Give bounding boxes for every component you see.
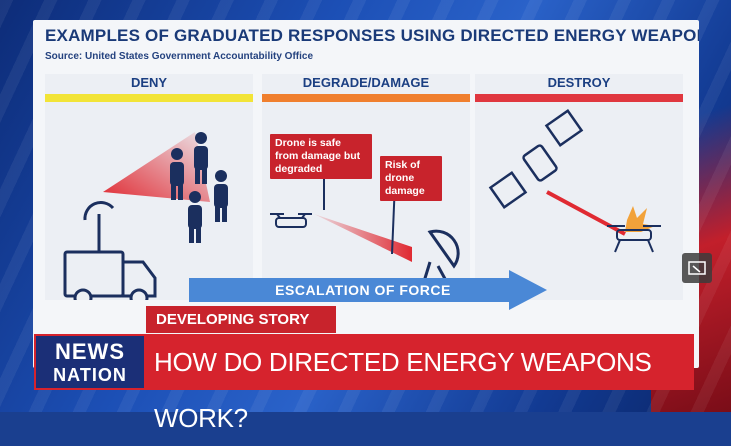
degrade-beam: [314, 214, 412, 262]
column-destroy-label: DESTROY: [547, 75, 611, 90]
truck-icon: [63, 201, 157, 300]
column-degrade-label: DEGRADE/DAMAGE: [302, 75, 430, 90]
escalation-arrow: [189, 270, 547, 310]
ticker-tag: DEVELOPING STORY: [146, 306, 336, 333]
column-destroy: DESTROY: [475, 74, 683, 300]
people-icon: [170, 132, 228, 243]
escalation-label: ESCALATION OF FORCE: [275, 282, 451, 298]
explosion-icon: [625, 206, 655, 232]
drone-icon-destroy: [607, 225, 661, 253]
satellite-icon: [488, 108, 584, 210]
deny-beam: [103, 132, 210, 202]
column-degrade: DEGRADE/DAMAGE Drone is safe from damage…: [262, 74, 470, 300]
pip-icon: [688, 261, 706, 275]
column-deny-label: DENY: [130, 75, 168, 90]
callout-risk: Risk of drone damage: [380, 156, 442, 201]
deny-illustration: [63, 132, 228, 300]
column-deny-bar: [45, 94, 253, 102]
logo-nation: NATION: [53, 365, 127, 385]
column-degrade-bar: [262, 94, 470, 102]
degrade-illustration: [270, 164, 460, 289]
logo-news: NEWS: [55, 339, 125, 364]
infographic-source: Source: United States Government Account…: [45, 51, 314, 62]
column-deny: DENY: [45, 74, 253, 300]
destroy-beam: [546, 190, 626, 236]
ticker-headline: HOW DO DIRECTED ENERGY WEAPONS WORK?: [146, 334, 694, 433]
destroy-illustration: [488, 108, 661, 253]
newsnation-logo: NEWS NATION: [34, 334, 146, 390]
pip-button[interactable]: [682, 253, 712, 283]
column-destroy-bar: [475, 94, 683, 102]
callout-degraded: Drone is safe from damage but degraded: [270, 134, 372, 179]
drone-icon: [270, 213, 312, 228]
infographic-panel: EXAMPLES OF GRADUATED RESPONSES USING DI…: [33, 20, 699, 368]
infographic-title: EXAMPLES OF GRADUATED RESPONSES USING DI…: [45, 26, 699, 45]
